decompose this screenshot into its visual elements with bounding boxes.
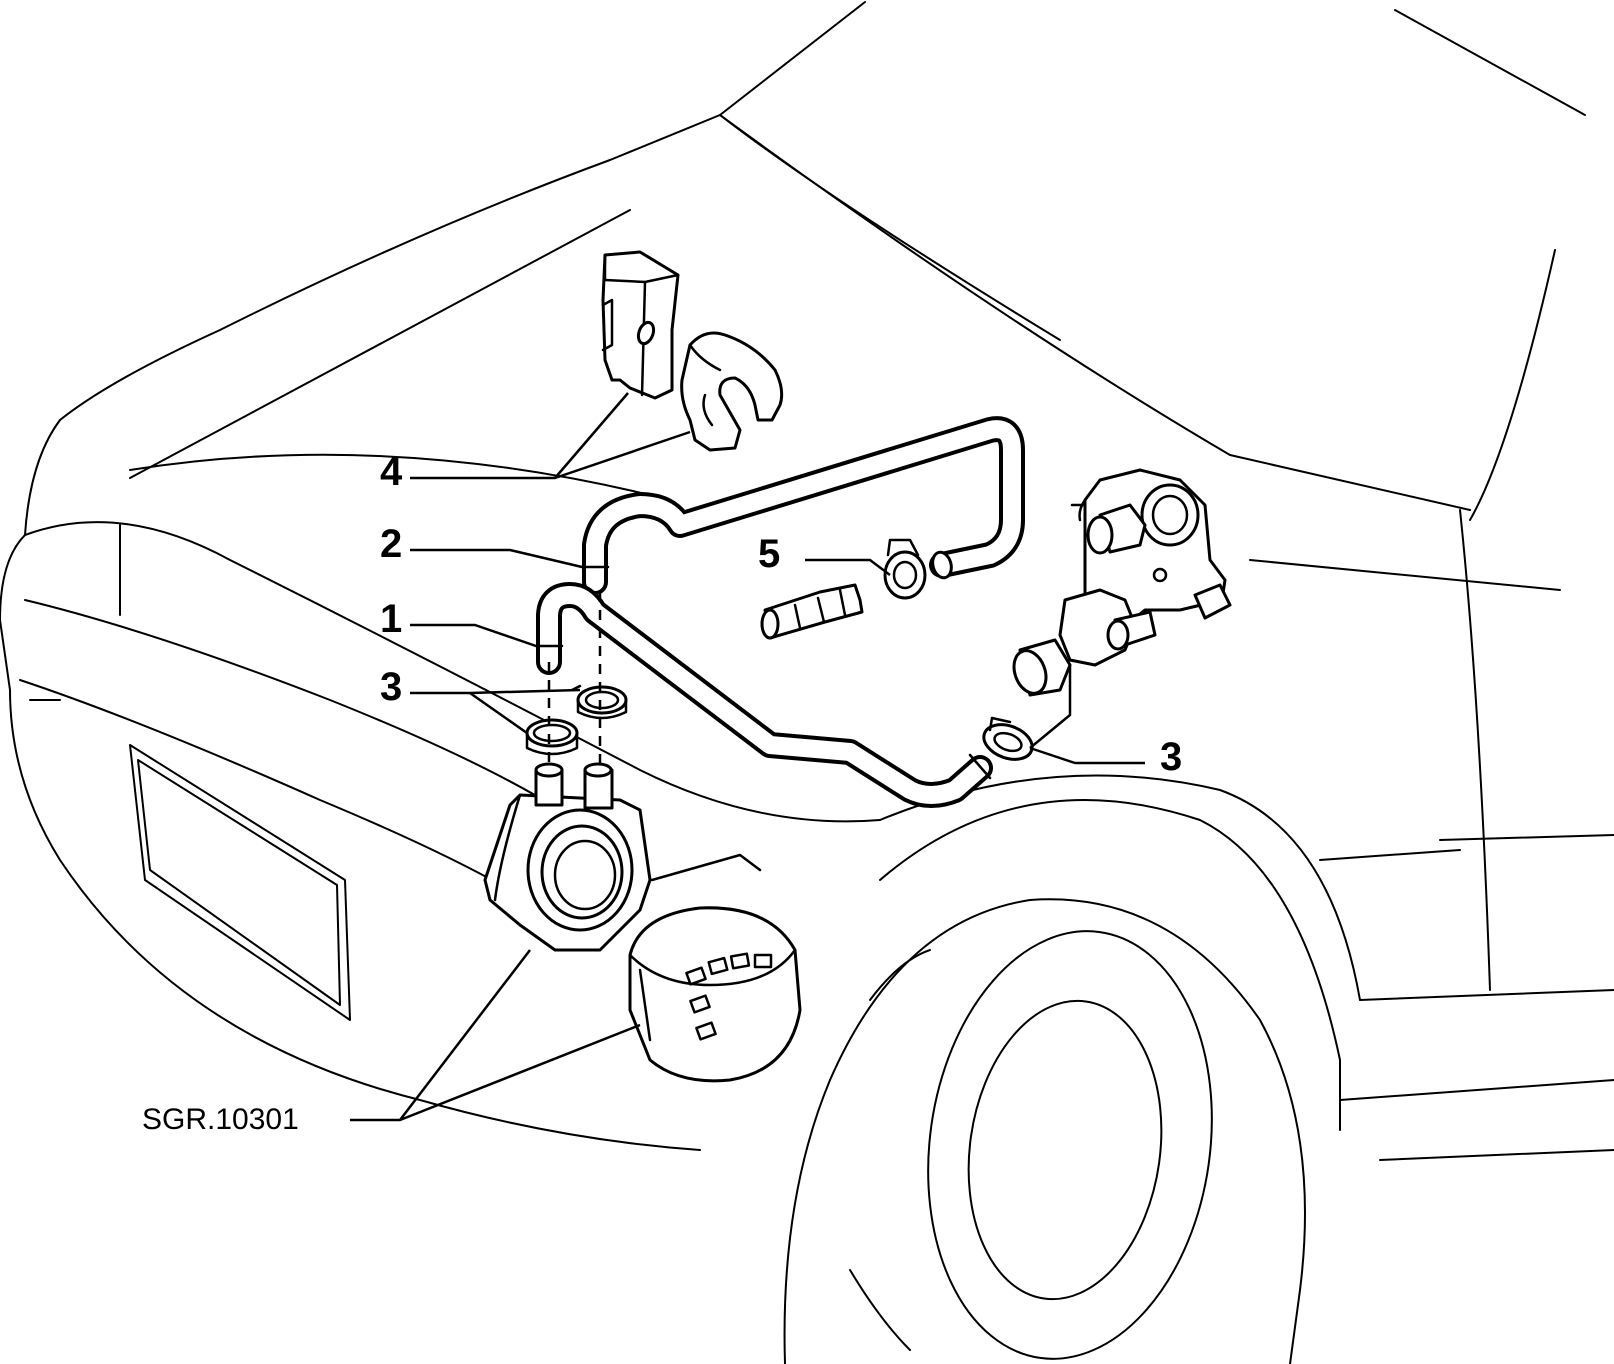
wheel-rim-outer: [927, 930, 1213, 1360]
license-plate-outer: [129, 744, 351, 1021]
leader-3-vertical: [1029, 665, 1072, 749]
sill-line: [1379, 1149, 1614, 1161]
oil-filter-part: [628, 853, 802, 1083]
tire-outer: [783, 898, 1306, 1364]
callout-3-left: 3: [380, 665, 402, 709]
tire-tread-line: [869, 949, 931, 1001]
body-side-1: [1359, 989, 1614, 1001]
roof-line: [1394, 9, 1586, 116]
hood-front-edge: [24, 419, 61, 536]
door-line-2: [1469, 249, 1556, 521]
hood-lower-line: [24, 521, 881, 823]
leader-2: [410, 548, 583, 569]
fender-line: [879, 774, 1361, 1001]
a-pillar: [719, 114, 1471, 511]
leader-lines: [350, 392, 1145, 1122]
bumper-top: [0, 534, 26, 691]
bracket-part: [601, 250, 680, 400]
leader-1: [410, 623, 537, 648]
callout-4: 4: [380, 450, 403, 494]
leader-4: [410, 392, 691, 480]
fender-side: [1249, 559, 1561, 591]
body-side-2: [1339, 1079, 1614, 1101]
leader-3-left: [410, 688, 581, 735]
hood-mid-line: [129, 453, 651, 496]
hose-part-2: [580, 416, 1025, 595]
side-molding-1: [1319, 849, 1461, 861]
leader-3-right: [1029, 746, 1145, 765]
tire-tread-line-2: [849, 1269, 911, 1351]
bumper-face: [9, 689, 701, 1151]
bumper-line-2: [19, 679, 511, 891]
thermostat-housing-part: [1012, 468, 1232, 697]
leader-ref: [350, 949, 641, 1122]
callout-2: 2: [380, 522, 402, 566]
hood-crease: [129, 209, 631, 479]
hose-clamp-part: [680, 331, 784, 452]
hood-rear-edge: [59, 159, 611, 421]
callout-3-right: 3: [1160, 735, 1182, 779]
leader-5: [805, 558, 891, 576]
bumper-line-1: [24, 599, 561, 811]
wheel-rim-inner: [967, 999, 1163, 1301]
callout-5: 5: [758, 532, 780, 576]
hose-part-1: [534, 582, 993, 808]
side-molding-2: [1439, 834, 1614, 841]
windshield-edge: [609, 1, 866, 161]
small-clamp-part: [883, 538, 927, 600]
pipe-fitting-part: [760, 583, 864, 640]
door-line-1: [1459, 509, 1491, 991]
oil-cooler-part: [483, 762, 652, 952]
reference-code: SGR.10301: [142, 1103, 299, 1136]
hose-end: [931, 550, 953, 580]
callout-1: 1: [380, 597, 402, 641]
wheel-arch: [879, 799, 1341, 1131]
hood-side-line: [719, 114, 1061, 341]
assembly-guides: [547, 592, 602, 770]
license-plate-inner: [137, 759, 341, 1006]
